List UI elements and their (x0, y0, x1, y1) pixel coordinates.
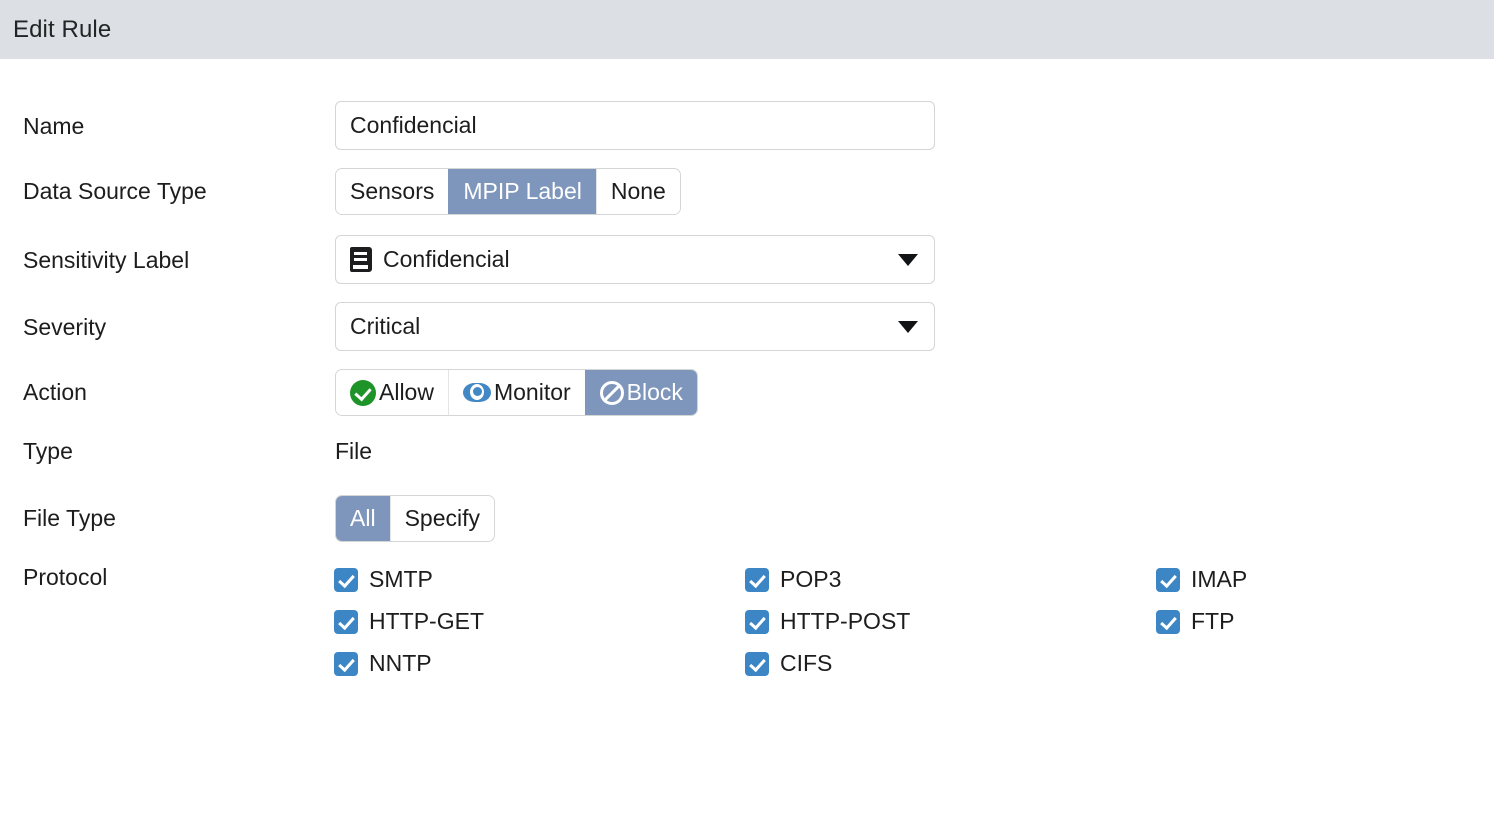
row-type: Type File (0, 436, 1494, 495)
checkbox-icon[interactable] (334, 609, 358, 634)
segment-monitor[interactable]: Monitor (447, 370, 585, 415)
checkbox-http-post[interactable]: HTTP-POST (745, 604, 1156, 639)
protocol-column-2: POP3 HTTP-POST CIFS (745, 562, 1156, 681)
edit-rule-form: Name Confidencial Data Source Type Senso… (0, 59, 1494, 681)
file-type-segmented: All Specify (335, 495, 495, 542)
label-data-source-type: Data Source Type (23, 178, 207, 204)
name-input[interactable]: Confidencial (335, 101, 935, 150)
checkbox-nntp[interactable]: NNTP (334, 646, 745, 681)
row-action: Action Allow Monitor Block (0, 369, 1494, 436)
segment-specify[interactable]: Specify (389, 496, 494, 541)
segment-monitor-label: Monitor (493, 379, 571, 405)
label-type: Type (23, 438, 73, 464)
row-severity: Severity Critical (0, 302, 1494, 369)
checkbox-label: IMAP (1191, 566, 1248, 592)
row-sensitivity-label: Sensitivity Label Confidencial (0, 235, 1494, 302)
checkbox-label: CIFS (780, 650, 833, 676)
protocol-checkbox-grid: SMTP HTTP-GET NNTP POP3 (334, 562, 1494, 681)
segment-allow-label: Allow (379, 379, 434, 405)
segment-mpip-label[interactable]: MPIP Label (448, 169, 596, 214)
sensitivity-label-select[interactable]: Confidencial (335, 235, 935, 284)
protocol-column-3: IMAP FTP (1156, 562, 1247, 681)
checkbox-icon[interactable] (1156, 567, 1180, 592)
checkbox-http-get[interactable]: HTTP-GET (334, 604, 745, 639)
checkbox-icon[interactable] (334, 567, 358, 592)
checkbox-label: POP3 (780, 566, 842, 592)
checkbox-label: NNTP (369, 650, 432, 676)
checkbox-label: HTTP-POST (780, 608, 911, 634)
label-name: Name (23, 113, 85, 139)
checkbox-imap[interactable]: IMAP (1156, 562, 1247, 597)
type-value: File (335, 438, 373, 464)
check-circle-icon (350, 379, 376, 406)
segment-sensors[interactable]: Sensors (336, 169, 449, 214)
book-icon (350, 247, 372, 272)
severity-value: Critical (350, 313, 421, 339)
eye-icon (462, 383, 491, 402)
segment-allow[interactable]: Allow (336, 370, 448, 415)
checkbox-icon[interactable] (1156, 609, 1180, 634)
row-protocol: Protocol SMTP HTTP-GET NNTP (0, 562, 1494, 681)
row-name: Name Confidencial (0, 101, 1494, 168)
checkbox-smtp[interactable]: SMTP (334, 562, 745, 597)
label-severity: Severity (23, 314, 107, 340)
severity-select[interactable]: Critical (335, 302, 935, 351)
label-file-type: File Type (23, 505, 116, 531)
checkbox-ftp[interactable]: FTP (1156, 604, 1247, 639)
checkbox-cifs[interactable]: CIFS (745, 646, 1156, 681)
checkbox-label: HTTP-GET (369, 608, 484, 634)
window-titlebar: Edit Rule (0, 0, 1494, 59)
checkbox-label: FTP (1191, 608, 1235, 634)
label-sensitivity-label: Sensitivity Label (23, 247, 190, 273)
row-file-type: File Type All Specify (0, 495, 1494, 562)
chevron-down-icon[interactable] (898, 253, 918, 266)
checkbox-icon[interactable] (745, 651, 769, 676)
name-input-value: Confidencial (350, 112, 477, 138)
label-action: Action (23, 379, 87, 405)
checkbox-label: SMTP (369, 566, 433, 592)
label-protocol: Protocol (23, 564, 108, 590)
checkbox-icon[interactable] (745, 567, 769, 592)
segment-all[interactable]: All (336, 496, 390, 541)
block-icon (599, 380, 624, 405)
checkbox-icon[interactable] (745, 609, 769, 634)
chevron-down-icon[interactable] (898, 320, 918, 333)
row-data-source-type: Data Source Type Sensors MPIP Label None (0, 168, 1494, 235)
checkbox-pop3[interactable]: POP3 (745, 562, 1156, 597)
segment-block[interactable]: Block (584, 370, 697, 415)
checkbox-icon[interactable] (334, 651, 358, 676)
data-source-type-segmented: Sensors MPIP Label None (335, 168, 681, 215)
segment-none[interactable]: None (595, 169, 680, 214)
page-title: Edit Rule (13, 15, 112, 43)
protocol-column-1: SMTP HTTP-GET NNTP (334, 562, 745, 681)
segment-block-label: Block (626, 379, 683, 405)
action-segmented: Allow Monitor Block (335, 369, 698, 416)
sensitivity-label-value: Confidencial (383, 246, 510, 272)
